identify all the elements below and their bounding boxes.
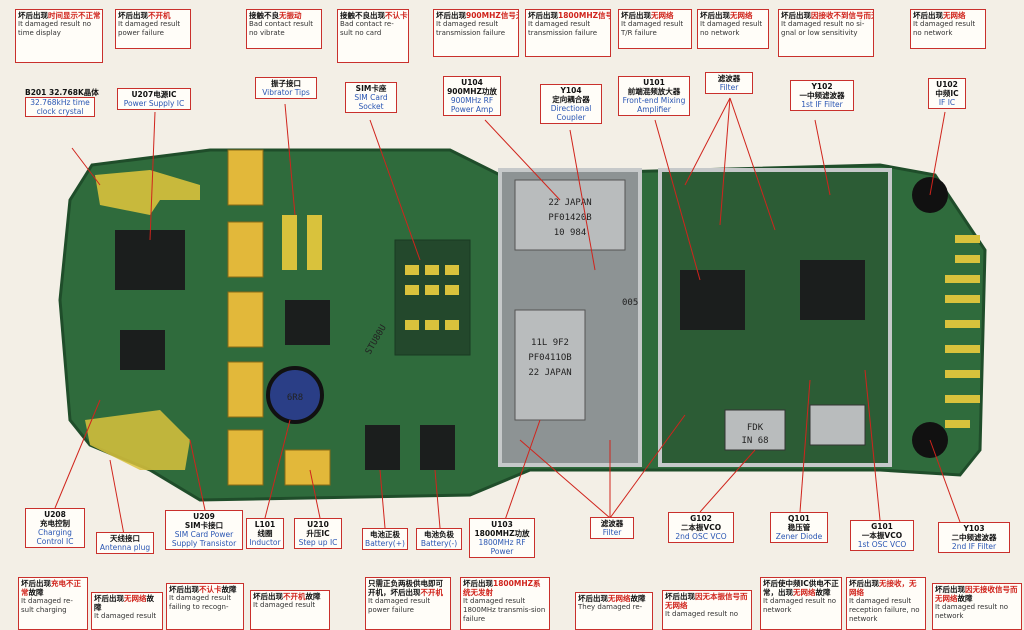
label-y103: Y103 二中频滤波器 2nd IF Filter: [938, 522, 1010, 553]
fault-sim: 接触不良出现不认卡 Bad contact re-sult no card: [337, 9, 409, 63]
g102-vco: [724, 409, 786, 451]
mark-3: 10 984: [554, 228, 587, 238]
u101-chip: [680, 270, 745, 330]
vibrator-pad: [282, 215, 297, 270]
u102-chip: [800, 260, 865, 320]
fault-u102: 坏后出现无网络 It damaged result no network: [910, 9, 986, 49]
fault-l101: 坏后出现不开机故障 It damaged result: [250, 590, 330, 630]
mark-9: 6R8: [287, 393, 303, 403]
label-antenna: 天线接口 Antenna plug: [96, 532, 154, 554]
label-filter-bottom: 滤波器 Filter: [590, 517, 634, 539]
fault-g101: 坏后出现无接收，无网络 It damaged result reception …: [846, 577, 926, 630]
fault-filter: 坏后出现无网络 It damaged result no network: [697, 9, 769, 49]
sim-socket: [394, 239, 471, 356]
label-u210: U210 升压IC Step up IC: [294, 518, 342, 549]
u104-module: [514, 179, 626, 251]
fault-g102: 坏后出现因无本振信号而无网络 It damaged result no: [662, 590, 752, 630]
gold-plating: [95, 170, 200, 215]
label-u207: U207电源IC Power Supply IC: [117, 88, 191, 110]
label-u209: U209 SIM卡接口 SIM Card Power Supply Transi…: [165, 510, 243, 550]
label-u104: U104 900MHZ功放 900MHz RF Power Amp: [443, 76, 501, 116]
u103-module: [514, 309, 586, 421]
sim-contacts: [405, 265, 459, 330]
fault-u207: 坏后出现不开机 It damaged result power failure: [115, 9, 191, 49]
label-u208: U208 充电控制 Charging Control IC: [25, 508, 85, 548]
label-g102: G102 二本振VCO 2nd OSC VCO: [668, 512, 734, 543]
label-y104: Y104 定向耦合器 Directional Coupler: [540, 84, 602, 124]
tantalum-caps: [227, 149, 331, 486]
fault-b201: 坏后出现时间显示不正常 It damaged result no time di…: [15, 9, 103, 63]
mark-11: 005: [622, 298, 638, 308]
label-battery-minus: 电池负极 Battery(-): [416, 528, 462, 550]
label-u101: U101 前端混频放大器 Front-end Mixing Amplifier: [618, 76, 690, 116]
mark-4: 11L 9F2: [531, 338, 569, 348]
chip: [120, 330, 165, 370]
chip: [285, 300, 330, 345]
battery-minus-pad: [420, 425, 455, 470]
label-vibrator: 振子接口 Vibrator Tips: [255, 77, 317, 99]
label-sim-socket: SIM卡座 SIM Card Socket: [345, 82, 397, 113]
fault-y103: 坏后出现因无接收信号而无网络故障 It damaged result no ne…: [932, 583, 1022, 630]
label-b201: B201 32.768K晶体 32.768kHz time clock crys…: [25, 88, 99, 117]
mark-5: PF0411OB: [528, 353, 571, 363]
leader-lines: [54, 97, 961, 541]
fault-q101: 坏后使中频IC供电不正常，出现无网络故障 It damaged result n…: [760, 577, 842, 630]
fault-antenna: 坏后出现无网络故障 It damaged result: [91, 592, 163, 630]
edge-contacts: [945, 235, 980, 428]
mark-7: FDK: [747, 423, 764, 433]
fault-u101: 坏后出现无网络 It damaged result T/R failure: [618, 9, 692, 49]
label-g101: G101 一本振VCO 1st OSC VCO: [850, 520, 914, 551]
mark-2: PF01420B: [548, 213, 591, 223]
gold-plating: [85, 410, 190, 470]
label-u103: U103 1800MHZ功放 1800MHz RF Power: [469, 518, 535, 558]
fault-u208: 坏后出现充电不正常故障 It damaged re-sult charging: [18, 577, 88, 630]
vibrator-pad: [307, 215, 322, 270]
fault-y102: 坏后出现因接收不到信号而无网络 It damaged result no si-…: [778, 9, 874, 57]
label-u102: U102 中频IC IF IC: [928, 78, 966, 109]
fault-vibrator: 接触不良无振动 Bad contact result no vibrate: [246, 9, 322, 49]
label-q101: Q101 稳压管 Zener Diode: [770, 512, 828, 543]
fault-u104: 坏后出现900MHZ信号无发射 It damaged result transm…: [433, 9, 519, 57]
l101-inductor: [266, 366, 324, 424]
g101-vco: [809, 404, 866, 446]
label-filter-top: 滤波器 Filter: [705, 72, 753, 94]
label-battery-plus: 电池正极 Battery(+): [362, 528, 408, 550]
label-l101: L101 线圈 Inductor: [246, 518, 284, 549]
fault-u103: 坏后出现1800MHZ系统无发射 It damaged result 1800M…: [460, 577, 550, 630]
fault-u209: 坏后出现不认卡故障 It damaged result failing to r…: [166, 583, 244, 630]
battery-plus-pad: [365, 425, 400, 470]
fault-battery: 只需正负两极供电即可开机，坏后出现不开机 It damaged result p…: [365, 577, 451, 630]
mark-6: 22 JAPAN: [528, 368, 571, 378]
mark-8: IN 68: [741, 436, 768, 446]
fault-y104: 坏后出现1800MHZ信号无发射 It damaged result trans…: [525, 9, 611, 57]
mark-1: 22 JAPAN: [548, 198, 591, 208]
fault-filter-bottom: 坏后出现无网络故障 They damaged re-: [575, 592, 653, 630]
label-y102: Y102 一中频滤波器 1st IF Filter: [790, 80, 854, 111]
